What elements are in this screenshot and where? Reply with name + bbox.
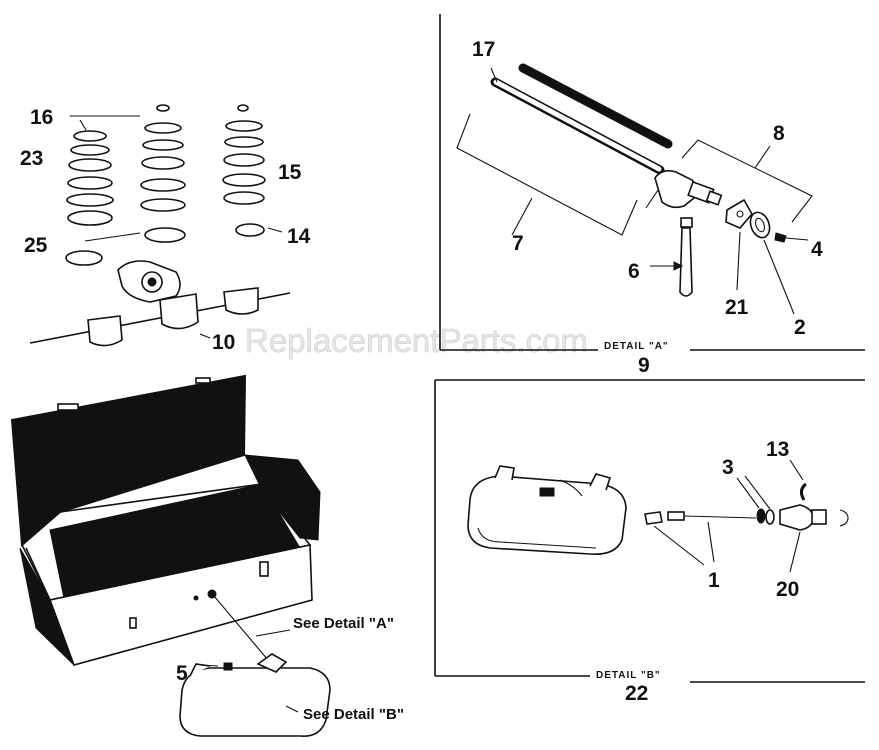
callout-25: 25: [24, 234, 48, 257]
rod-part-17: [490, 67, 665, 175]
gasket-part-21: [725, 198, 753, 291]
callout-16: 16: [30, 106, 53, 129]
screw-part-4: [774, 232, 809, 243]
shield-part-7: [456, 113, 638, 236]
callout-2: 2: [794, 316, 806, 339]
callout-1: 1: [708, 569, 720, 592]
fuel-tank-part: [467, 465, 627, 556]
callout-8: 8: [773, 122, 785, 145]
detail-a-parts: [456, 63, 813, 315]
callout-23: 23: [20, 147, 43, 170]
see-detail-b-label: See Detail "B": [303, 706, 404, 723]
callout-6: 6: [628, 260, 640, 283]
detail-b-frame: DETAIL "B" 22: [434, 379, 865, 705]
watermark: ReplacementParts.com: [245, 322, 588, 359]
washer-part-2: [749, 211, 795, 315]
callout-21: 21: [725, 296, 749, 319]
burner-stack-right: [222, 104, 266, 237]
callout-9: 9: [638, 354, 650, 377]
callout-17: 17: [472, 38, 495, 61]
manifold-part-10: [29, 260, 291, 347]
burner-assembly: [29, 104, 291, 347]
tank-valve-part-20: [779, 504, 849, 573]
callout-14: 14: [287, 225, 311, 248]
callout-10: 10: [212, 331, 235, 354]
burner-tube-part: [518, 63, 673, 149]
see-detail-a-label: See Detail "A": [293, 615, 394, 632]
valve-part: [645, 170, 723, 209]
fitting-part-1: [644, 511, 757, 566]
detail-b-parts: [467, 459, 849, 573]
callout-7: 7: [512, 232, 524, 255]
callout-22: 22: [625, 682, 648, 705]
stove-left-face: [19, 547, 75, 666]
callout-20: 20: [776, 578, 799, 601]
detail-a-caption: DETAIL "A": [604, 341, 669, 352]
callout-3: 3: [722, 456, 734, 479]
washer-part-3: [736, 475, 775, 525]
callout-4: 4: [811, 238, 823, 261]
burner-stack-center: [140, 104, 186, 243]
callout-5: 5: [176, 662, 188, 685]
detail-b-caption: DETAIL "B": [596, 670, 661, 681]
callout-15: 15: [278, 161, 302, 184]
clip-part-13: [789, 459, 807, 501]
detail-a-frame: DETAIL "A" 9: [439, 14, 865, 377]
burner-stack-left: [65, 130, 114, 266]
callout-13: 13: [766, 438, 789, 461]
stove-case: [10, 374, 321, 666]
orifice-tube-part-6: [650, 217, 693, 297]
bracket-part-8: [681, 139, 813, 223]
lower-tank-assembly: [179, 595, 331, 737]
